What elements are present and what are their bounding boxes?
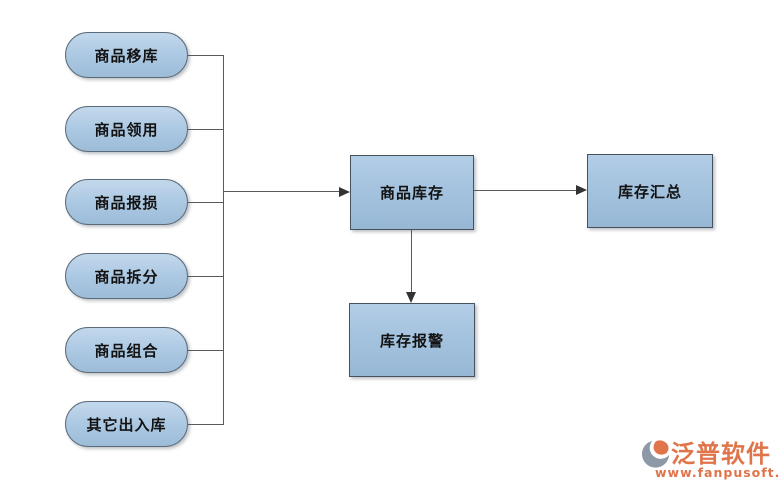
connector-stub-4 — [188, 276, 223, 277]
connector-stub-2 — [188, 129, 223, 130]
node-label: 其它出入库 — [86, 415, 167, 434]
node-product-relocation: 商品移库 — [65, 32, 188, 78]
node-inventory-alert: 库存报警 — [349, 303, 475, 377]
node-label: 商品移库 — [94, 46, 159, 65]
connector-stub-1 — [188, 55, 223, 56]
connector-alert-line — [411, 230, 412, 292]
connector-summary-line — [474, 190, 576, 191]
connector-stub-6 — [188, 424, 223, 425]
node-product-split: 商品拆分 — [65, 253, 188, 299]
arrowhead-into-alert-icon — [406, 292, 416, 303]
arrowhead-into-summary-icon — [576, 185, 587, 195]
connector-bus-vertical — [223, 55, 224, 425]
connector-main-line — [223, 191, 339, 192]
connector-stub-5 — [188, 350, 223, 351]
brand-name: 泛普软件 — [671, 440, 771, 468]
node-label: 库存汇总 — [617, 182, 682, 201]
brand-watermark: 泛普软件 www.fanpusoft.com — [635, 436, 779, 482]
node-label: 库存报警 — [379, 331, 444, 350]
node-product-combination: 商品组合 — [65, 327, 188, 373]
node-product-inventory: 商品库存 — [350, 155, 474, 230]
node-product-damage: 商品报损 — [65, 179, 188, 225]
node-label: 商品领用 — [94, 120, 159, 139]
node-inventory-summary: 库存汇总 — [587, 154, 713, 228]
node-other-in-out: 其它出入库 — [65, 401, 188, 447]
connector-stub-3 — [188, 202, 223, 203]
node-product-requisition: 商品领用 — [65, 106, 188, 152]
node-label: 商品拆分 — [94, 267, 159, 286]
arrowhead-into-inventory-icon — [339, 187, 350, 197]
node-label: 商品报损 — [94, 193, 159, 212]
node-label: 商品库存 — [379, 184, 444, 202]
brand-url: www.fanpusoft.com — [655, 465, 779, 480]
node-label: 商品组合 — [94, 341, 159, 360]
fanpu-logo-icon — [641, 438, 671, 472]
